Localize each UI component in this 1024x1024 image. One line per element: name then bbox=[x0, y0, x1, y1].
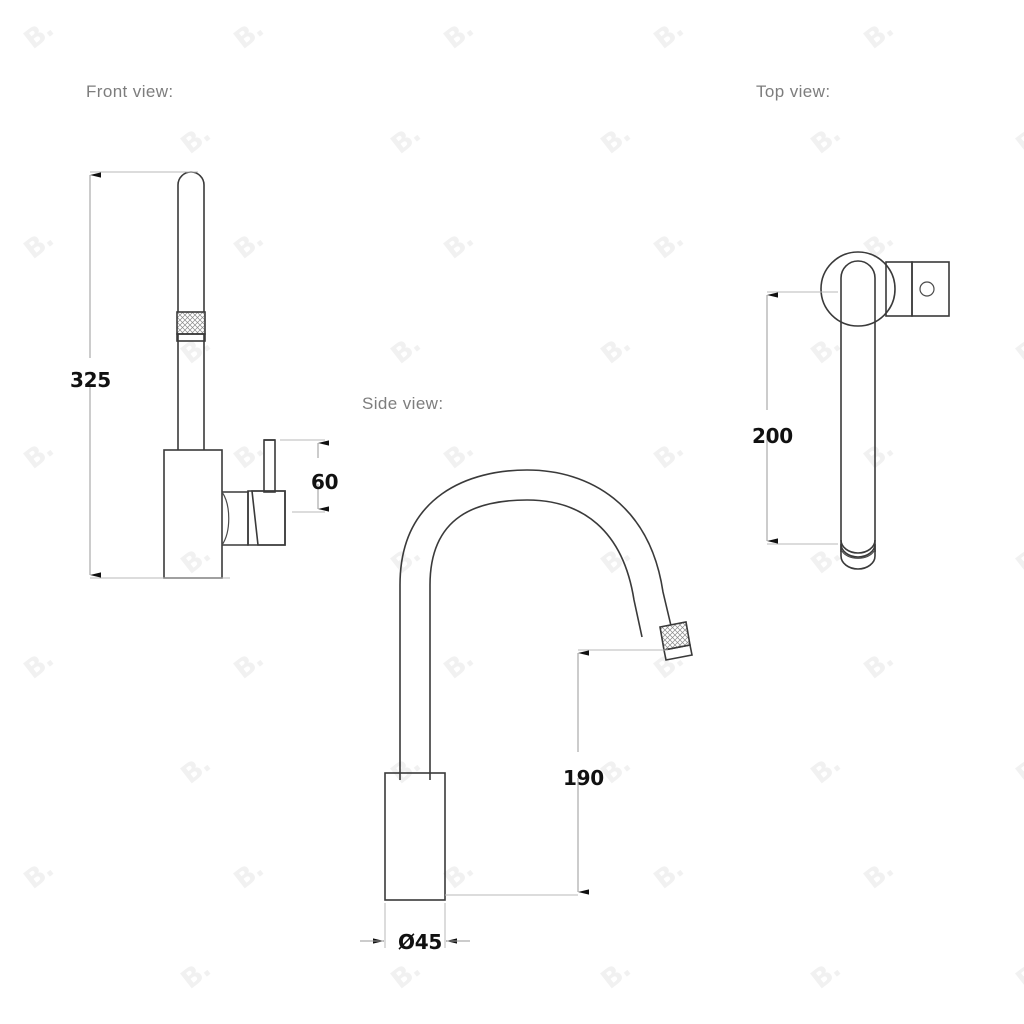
dimension-190 bbox=[445, 649, 668, 896]
dimension-325 bbox=[89, 171, 230, 579]
aerator bbox=[659, 621, 693, 661]
dimension-value-325: 325 bbox=[70, 368, 111, 392]
top-view-label: Top view: bbox=[756, 82, 831, 101]
dimension-value-200: 200 bbox=[752, 424, 793, 448]
dimension-value-190: 190 bbox=[563, 766, 604, 790]
dimension-200 bbox=[766, 291, 838, 545]
spout-tube bbox=[177, 171, 205, 450]
top-view-geometry bbox=[820, 251, 950, 570]
dimension-diameter-45 bbox=[360, 903, 470, 948]
dimension-value-diameter-45: Ø45 bbox=[398, 930, 442, 954]
side-view-label: Side view: bbox=[362, 394, 444, 413]
front-view-geometry bbox=[163, 171, 286, 579]
base-cylinder bbox=[384, 772, 446, 901]
dimension-60 bbox=[280, 439, 329, 513]
aerator bbox=[840, 543, 876, 570]
side-view-geometry bbox=[384, 469, 693, 901]
knurled-collar bbox=[176, 311, 206, 342]
lever-handle bbox=[221, 439, 286, 546]
dimension-value-60: 60 bbox=[311, 470, 339, 494]
base-cylinder bbox=[163, 449, 223, 579]
front-view-label: Front view: bbox=[86, 82, 174, 101]
